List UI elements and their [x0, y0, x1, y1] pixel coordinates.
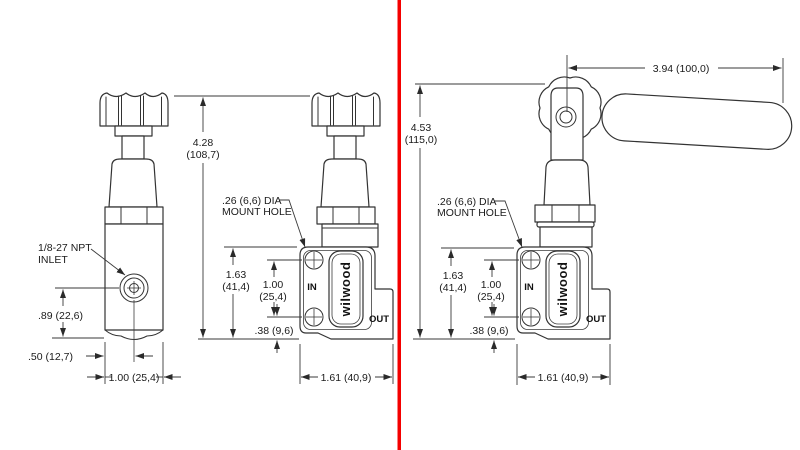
- pivot-bolt-icon: [555, 106, 577, 128]
- wilwood-logo: wilwood: [555, 262, 570, 318]
- wilwood-logo: wilwood: [338, 262, 353, 318]
- red-divider-line: [397, 0, 401, 450]
- logo-plate-inner: [331, 253, 361, 325]
- dim-inlet-height: .89 (22,6): [38, 310, 83, 322]
- dim-plate-height-in: 1.63: [443, 270, 464, 282]
- dim-inlet-offset: .50 (12,7): [28, 351, 73, 363]
- mount-hole-callout-line2: MOUNT HOLE: [437, 207, 507, 219]
- mount-hole-top-icon: [521, 250, 541, 270]
- hex-nut: [534, 204, 596, 223]
- dim-hole-spacing-in: 1.00: [263, 279, 284, 291]
- mount-hole-bottom-icon: [304, 307, 324, 327]
- dim-body-width: 1.61 (40,9): [321, 372, 372, 384]
- out-port-label: OUT: [586, 314, 606, 325]
- hex-washer: [536, 221, 595, 228]
- out-port-label: OUT: [369, 314, 389, 325]
- mount-hole-top-icon: [304, 250, 324, 270]
- view-knob-side: wilwood IN OUT: [299, 92, 394, 340]
- lever-handle: [601, 93, 793, 150]
- valve-neck: [321, 223, 379, 248]
- view-knob-front: [99, 92, 169, 362]
- valve-bell-body: [543, 159, 591, 206]
- dim-hole-spacing-mm: (25,4): [259, 291, 286, 303]
- dim-total-height-in: 4.28: [193, 137, 214, 149]
- dim-total-height-mm: (108,7): [186, 149, 219, 161]
- plate-inner-contour: [303, 250, 372, 330]
- dim-hole-to-bottom: .38 (9,6): [469, 325, 508, 337]
- mount-hole-bottom-icon: [521, 307, 541, 327]
- inlet-callout-line2: INLET: [38, 254, 68, 266]
- dim-hole-spacing-mm: (25,4): [477, 291, 504, 303]
- logo-plate-outer: [328, 250, 364, 328]
- dim-total-height-mm: (115,0): [405, 134, 438, 146]
- logo-plate-outer: [545, 250, 581, 328]
- dim-plate-height-mm: (41,4): [222, 281, 249, 293]
- in-port-label: IN: [307, 282, 317, 293]
- plate-inner-contour: [520, 250, 589, 330]
- mount-hole-callout-line1: .26 (6,6) DIA: [437, 196, 497, 208]
- lever-stem: [550, 87, 584, 161]
- dim-body-width: 1.61 (40,9): [538, 372, 589, 384]
- dim-hole-spacing-in: 1.00: [481, 279, 502, 291]
- mount-hole-callout-line2: MOUNT HOLE: [222, 206, 292, 218]
- dim-total-height-in: 4.53: [411, 122, 432, 134]
- view-lever-side: wilwood IN OUT: [516, 76, 793, 340]
- dimensions-knob-side: .26 (6,6) DIA MOUNT HOLE 1.63 (41,4) 1.0…: [222, 195, 394, 384]
- logo-plate-inner: [548, 253, 578, 325]
- dimensions-lever-side: 3.94 (100,0) 4.53 (115,0) .26 (6,6) DIA …: [405, 55, 784, 385]
- valve-neck: [539, 226, 593, 248]
- dim-lever-length: 3.94 (100,0): [653, 63, 710, 75]
- dim-plate-height-in: 1.63: [226, 269, 247, 281]
- dim-body-width: 1.00 (25,4): [109, 372, 160, 384]
- dimensions-knob-front: 4.28 (108,7) .89 (22,6) .50 (12,7) 1.00 …: [28, 95, 310, 384]
- in-port-label: IN: [524, 282, 534, 293]
- dim-hole-to-bottom: .38 (9,6): [254, 325, 293, 337]
- mount-hole-callout-line1: .26 (6,6) DIA: [222, 195, 282, 207]
- inlet-callout-line1: 1/8-27 NPT: [38, 242, 92, 254]
- inlet-port-icon: [119, 273, 149, 303]
- dim-plate-height-mm: (41,4): [439, 282, 466, 294]
